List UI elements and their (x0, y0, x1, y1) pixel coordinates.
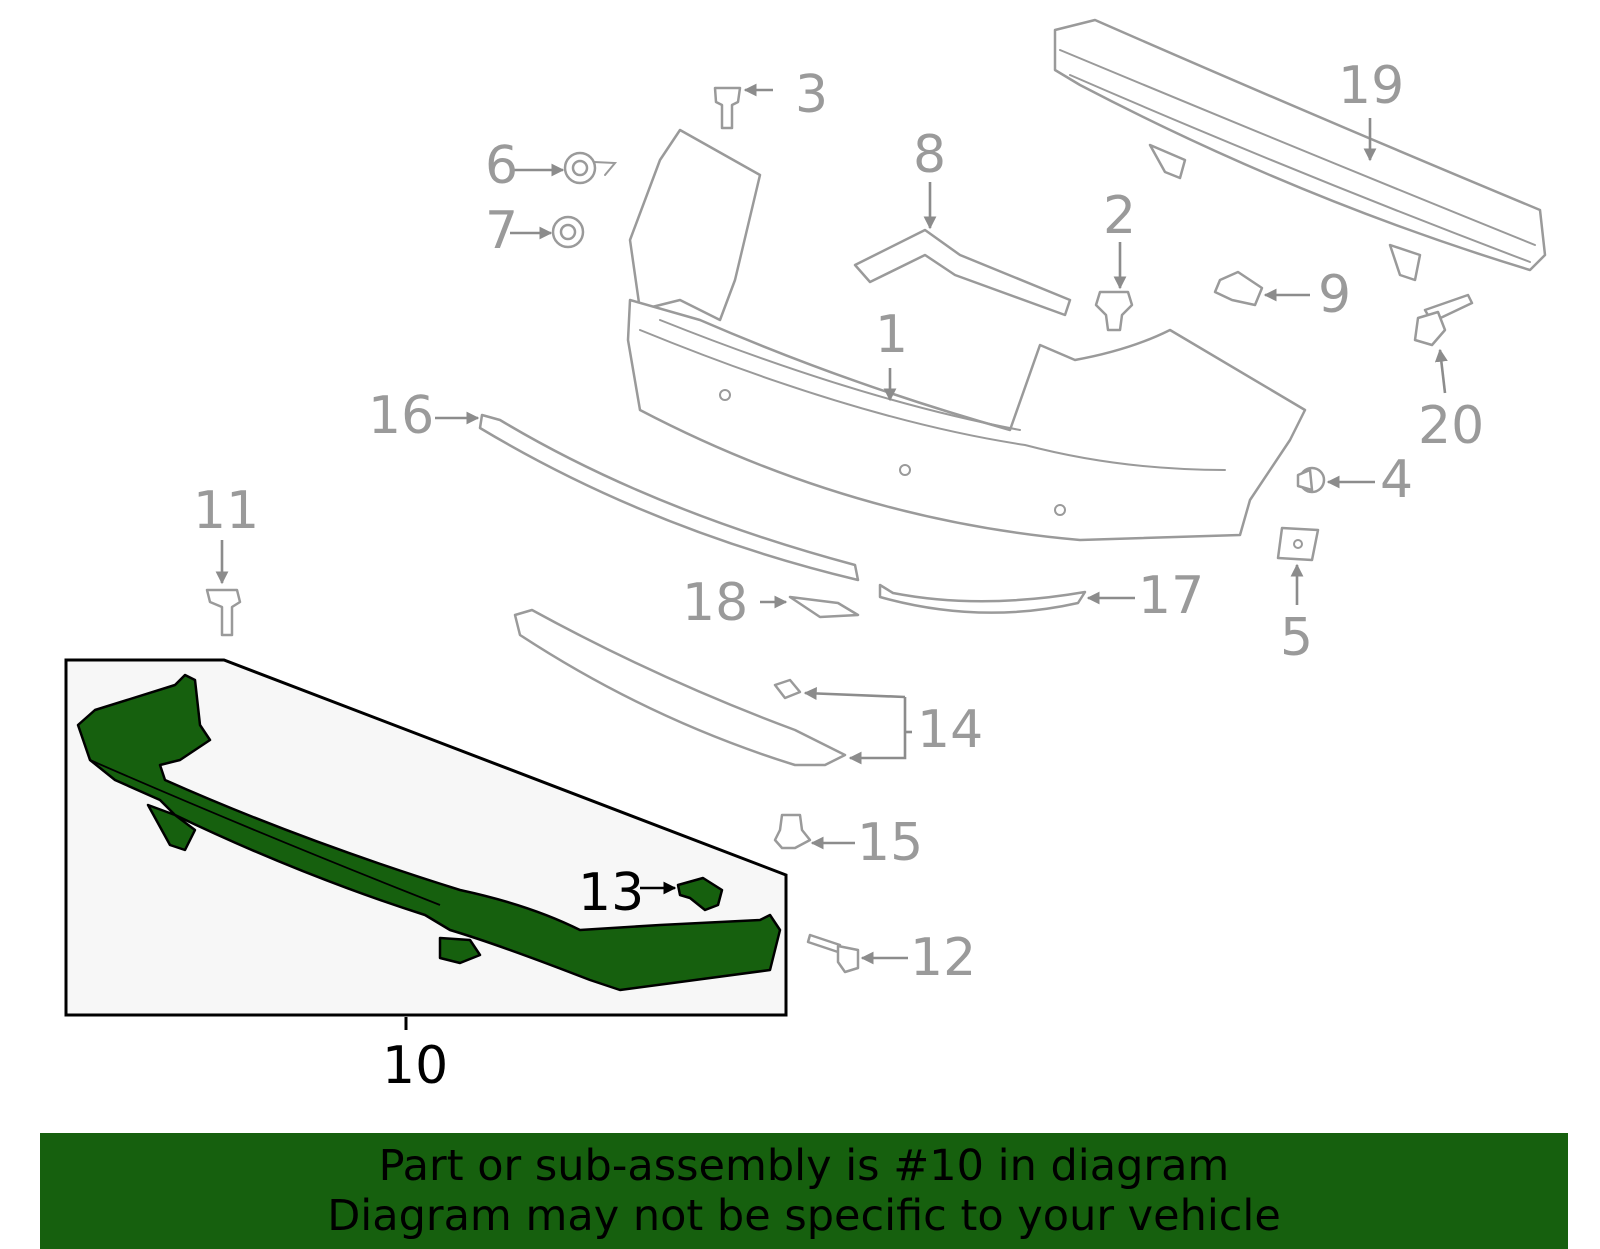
callout-15: 15 (857, 813, 923, 873)
callout-7: 7 (485, 201, 518, 261)
part-3-clip[interactable] (713, 86, 742, 130)
parts-diagram: 3 6 7 8 2 19 9 20 1 16 4 5 11 18 17 14 1… (64, 18, 1547, 1096)
info-banner: Part or sub-assembly is #10 in diagram D… (40, 1133, 1568, 1249)
callout-2: 2 (1103, 186, 1136, 246)
part-12-screw[interactable] (806, 933, 860, 974)
part-9-retainer[interactable] (1213, 270, 1264, 307)
callout-11: 11 (193, 481, 259, 541)
callout-6: 6 (485, 136, 518, 196)
banner-line-2: Diagram may not be specific to your vehi… (327, 1191, 1281, 1241)
callout-12: 12 (910, 928, 976, 988)
arrow-14-lower (848, 697, 907, 765)
callout-16: 16 (368, 386, 434, 446)
callout-13: 13 (578, 863, 644, 923)
part-6-grommet[interactable] (563, 151, 618, 185)
part-19-reinforcement-beam[interactable] (1053, 18, 1547, 282)
banner-line-1: Part or sub-assembly is #10 in diagram (378, 1141, 1230, 1191)
part-4-nut[interactable] (1296, 466, 1326, 494)
part-15-clip[interactable] (773, 813, 812, 850)
callout-17: 17 (1138, 566, 1204, 626)
part-10-lower-valance[interactable] (76, 673, 782, 992)
callout-5: 5 (1280, 608, 1313, 668)
callout-3: 3 (795, 65, 828, 125)
part-7-grommet[interactable] (551, 215, 585, 249)
part-5-nut[interactable] (1276, 526, 1320, 562)
callout-14: 14 (917, 700, 983, 760)
callout-10: 10 (382, 1036, 448, 1096)
part-16-upper-molding[interactable] (478, 413, 860, 582)
callout-9: 9 (1318, 265, 1351, 325)
part-18-trim-piece[interactable] (788, 595, 860, 619)
part-17-trim-strip[interactable] (878, 583, 1087, 614)
callout-19: 19 (1338, 56, 1404, 116)
part-1-bumper-cover[interactable] (626, 128, 1307, 542)
callout-8: 8 (913, 125, 946, 185)
part-13-clip[interactable] (676, 876, 724, 912)
part-2-push-clip[interactable] (1094, 290, 1134, 332)
arrow-14-upper (803, 686, 906, 700)
part-8-side-bracket[interactable] (853, 228, 1072, 317)
part-10-highlight-box (64, 658, 788, 1017)
part-11-clip[interactable] (205, 588, 242, 637)
callout-18: 18 (682, 573, 748, 633)
arrow-20 (1434, 348, 1448, 394)
callout-4: 4 (1380, 450, 1413, 510)
part-14-lower-garnish[interactable] (513, 608, 847, 767)
callout-20: 20 (1418, 396, 1484, 456)
part-20-bolt[interactable] (1413, 293, 1474, 347)
callout-1: 1 (875, 305, 908, 365)
